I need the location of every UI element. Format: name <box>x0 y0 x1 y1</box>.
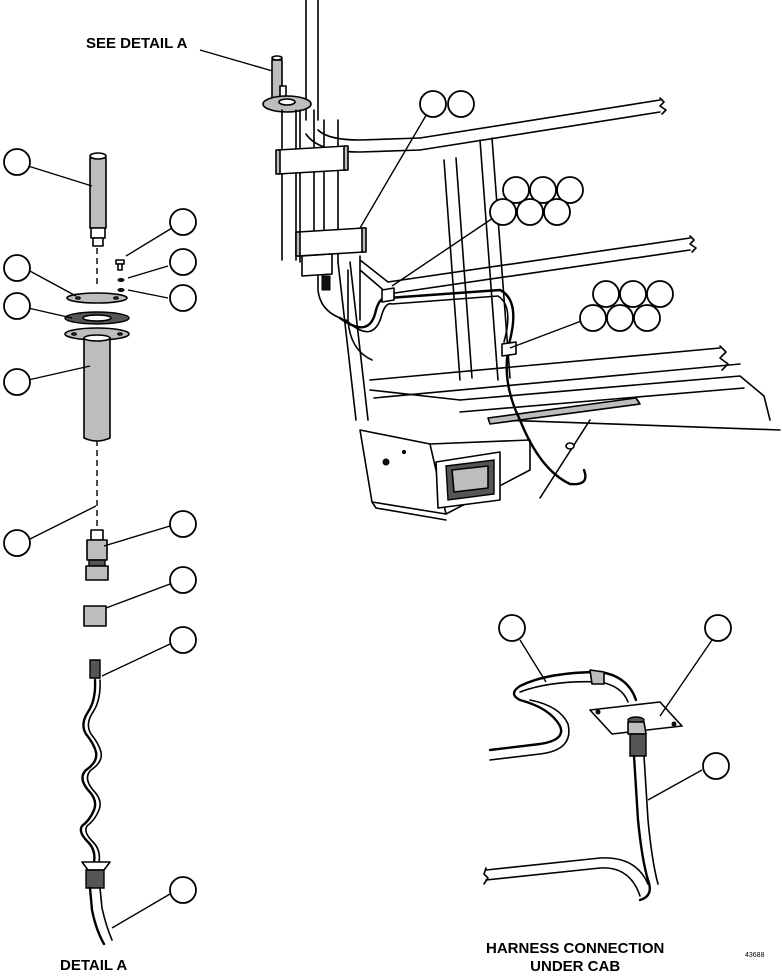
detail-a-caption: DETAIL A <box>60 957 128 974</box>
callout-bubble <box>3 254 31 282</box>
see-detail-label: SEE DETAIL A <box>86 35 188 52</box>
callout-bubble <box>169 566 197 594</box>
nut <box>117 288 125 292</box>
main-assembly-view <box>199 0 781 521</box>
callout-bubble <box>169 248 197 276</box>
callout-bubble <box>3 292 31 320</box>
callout-bubble <box>592 280 620 308</box>
leader <box>127 289 169 299</box>
callout-bubble <box>619 280 647 308</box>
tube <box>83 334 111 442</box>
leader <box>105 583 171 609</box>
harness-caption: HARNESS CONNECTION UNDER CAB <box>486 940 664 976</box>
leader <box>519 639 547 683</box>
leader <box>391 215 497 287</box>
callout-bubble <box>556 176 584 204</box>
callout-bubble <box>498 614 526 642</box>
figure-number: 43688 <box>745 952 765 959</box>
lock-washer <box>117 278 125 282</box>
callout-bubble <box>702 752 730 780</box>
leader <box>509 319 585 349</box>
callout-bubble <box>3 148 31 176</box>
callout-bubble <box>516 198 544 226</box>
callout-bubble <box>579 304 607 332</box>
connector <box>85 529 109 581</box>
clamp <box>297 227 365 257</box>
callout-bubble <box>502 176 530 204</box>
callout-bubble <box>3 368 31 396</box>
leader <box>27 505 97 541</box>
callout-bubble <box>633 304 661 332</box>
leader <box>27 269 77 297</box>
callout-bubble <box>169 626 197 654</box>
callout-bubble <box>606 304 634 332</box>
boot <box>83 605 107 627</box>
leader <box>359 111 429 229</box>
callout-bubble <box>704 614 732 642</box>
leader <box>659 639 713 717</box>
control-box <box>359 429 531 521</box>
sensor-probe <box>89 152 107 247</box>
leader <box>111 893 171 929</box>
callout-bubble <box>169 284 197 312</box>
leader <box>647 769 703 801</box>
leader <box>101 643 171 677</box>
callout-bubble <box>489 198 517 226</box>
harness-caption-line2: UNDER CAB <box>530 958 621 975</box>
leader <box>27 365 91 381</box>
callout-bubble <box>419 90 447 118</box>
detail-a-exploded-view <box>3 148 197 946</box>
screw <box>115 259 125 271</box>
callout-bubble <box>3 529 31 557</box>
callout-bubble <box>447 90 475 118</box>
callout-bubble <box>646 280 674 308</box>
leader <box>27 307 73 319</box>
leader <box>103 525 171 547</box>
leader <box>27 165 93 187</box>
callout-bubble <box>543 198 571 226</box>
callout-bubble <box>169 510 197 538</box>
harness-connection-view <box>483 614 732 902</box>
callout-bubble <box>169 876 197 904</box>
harness-caption-line1: HARNESS CONNECTION <box>486 940 665 957</box>
coiled-cable <box>79 659 113 946</box>
leader <box>125 227 173 257</box>
gasket-stack <box>64 292 130 341</box>
leader <box>127 265 169 279</box>
callout-bubble <box>529 176 557 204</box>
clamp <box>277 145 347 175</box>
leader <box>199 49 277 73</box>
callout-bubble <box>169 208 197 236</box>
probe-on-mount <box>262 55 312 113</box>
